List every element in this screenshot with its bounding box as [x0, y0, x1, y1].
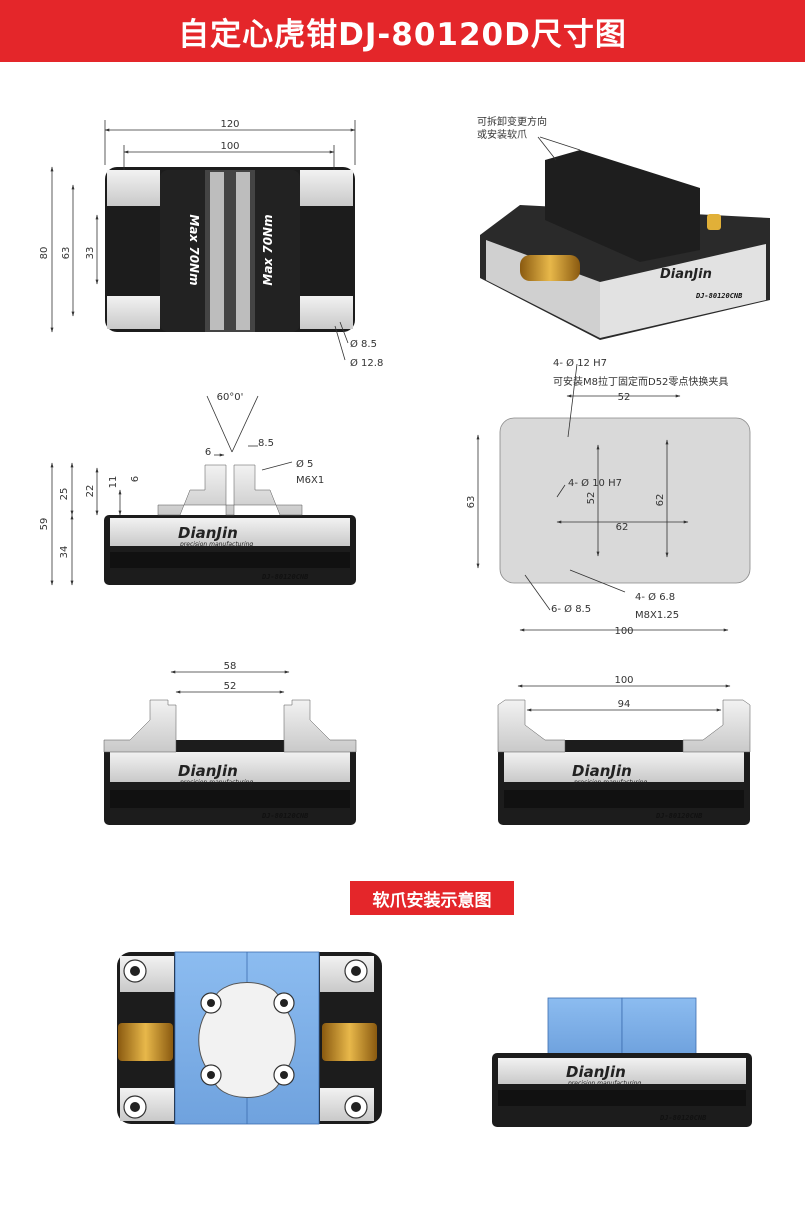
dim-8-5-top: 8.5 [258, 438, 274, 449]
dim-25: 25 [59, 488, 70, 501]
side-a-brand-tagline: precision manufacturing [179, 779, 253, 786]
side-view-a: 58 52 DianJin precision manufacturing DJ… [103, 661, 357, 825]
dim-52-vertical: 52 [586, 492, 597, 505]
dim-dia-6-8: 4- Ø 6.8 [635, 591, 675, 603]
iso-view: 可拆卸变更方向 或安装软爪 DianJin DJ-80120CNB [477, 115, 770, 340]
dim-m6x1: M6X1 [296, 475, 324, 486]
dim-52-top: 52 [618, 392, 631, 403]
dim-dia-10: 4- Ø 10 H7 [568, 477, 622, 489]
iso-note-line1: 可拆卸变更方向 [477, 115, 547, 128]
soft-jaw-section-badge: 软爪安装示意图 [350, 881, 514, 915]
side-a-brand-name: DianJin [178, 762, 238, 780]
front-view: 60°0' 6 8.5 Ø 5 M6X1 59 25 22 11 6 34 Di… [39, 392, 356, 586]
dim-m8: M8X1.25 [635, 610, 679, 621]
side-a-model: DJ-80120CNB [261, 812, 309, 820]
side-view-b: 100 94 DianJin precision manufacturing D… [497, 675, 751, 825]
dim-58: 58 [224, 661, 237, 672]
soft-jaw-model: DJ-80120CNB [659, 1114, 707, 1122]
dim-33: 33 [85, 247, 96, 260]
side-b-brand-tagline: precision manufacturing [573, 779, 647, 786]
dim-34: 34 [59, 546, 70, 559]
bottom-note-2: 可安装M8拉丁固定而D52零点快换夹具 [553, 375, 728, 388]
soft-jaw-brand-tagline: precision manufacturing [567, 1080, 641, 1087]
iso-note-line2: 或安装软爪 [477, 128, 527, 141]
torque-label-left: Max 70Nm [187, 214, 201, 285]
page-title: 自定心虎钳DJ-80120D尺寸图 [178, 16, 627, 53]
dim-63-bottom: 63 [466, 496, 477, 509]
side-b-brand-name: DianJin [572, 762, 632, 780]
dim-6-side: 6 [130, 476, 141, 482]
top-dimension-lines [50, 120, 356, 361]
side-b-model: DJ-80120CNB [655, 812, 703, 820]
dim-59: 59 [39, 518, 50, 531]
dim-94: 94 [618, 699, 631, 710]
dim-62-vertical: 62 [655, 494, 666, 507]
front-model: DJ-80120CNB [261, 573, 309, 581]
soft-jaw-section-title: 软爪安装示意图 [372, 890, 492, 911]
dim-dia-12-8: Ø 12.8 [350, 357, 383, 369]
dim-dia-8-5-bottom: 6- Ø 8.5 [551, 603, 591, 615]
dim-22: 22 [85, 485, 96, 498]
dim-52-side: 52 [224, 681, 237, 692]
dim-dia-5: Ø 5 [296, 458, 313, 470]
torque-label-right: Max 70Nm [261, 214, 275, 285]
iso-model: DJ-80120CNB [695, 292, 743, 300]
title-banner: 自定心虎钳DJ-80120D尺寸图 [0, 0, 805, 62]
iso-brand-name: DianJin [660, 267, 712, 282]
dim-11: 11 [108, 476, 119, 489]
front-brand-name: DianJin [178, 524, 238, 542]
dim-80: 80 [39, 247, 50, 260]
dim-62-horizontal: 62 [616, 522, 629, 533]
bottom-view: 4- Ø 12 H7 可安装M8拉丁固定而D52零点快换夹具 52 63 52 … [466, 357, 751, 637]
dim-120: 120 [220, 119, 239, 130]
top-view: 120 100 80 63 33 Ø 8.5 Ø 12.8 Max 70Nm M… [39, 119, 383, 369]
soft-jaw-brand-name: DianJin [566, 1063, 626, 1081]
bottom-note-1: 4- Ø 12 H7 [553, 357, 607, 369]
dim-angle: 60°0' [217, 392, 244, 403]
soft-jaw-top-view [117, 951, 382, 1125]
dim-100-side: 100 [614, 675, 633, 686]
dim-6-top: 6 [205, 447, 211, 458]
soft-jaw-front-view: DianJin precision manufacturing DJ-80120… [492, 997, 752, 1127]
front-brand-tagline: precision manufacturing [179, 541, 253, 548]
dim-63: 63 [61, 247, 72, 260]
dim-100: 100 [220, 141, 239, 152]
dim-dia-8-5: Ø 8.5 [350, 338, 377, 350]
dim-100-bottom: 100 [614, 626, 633, 637]
